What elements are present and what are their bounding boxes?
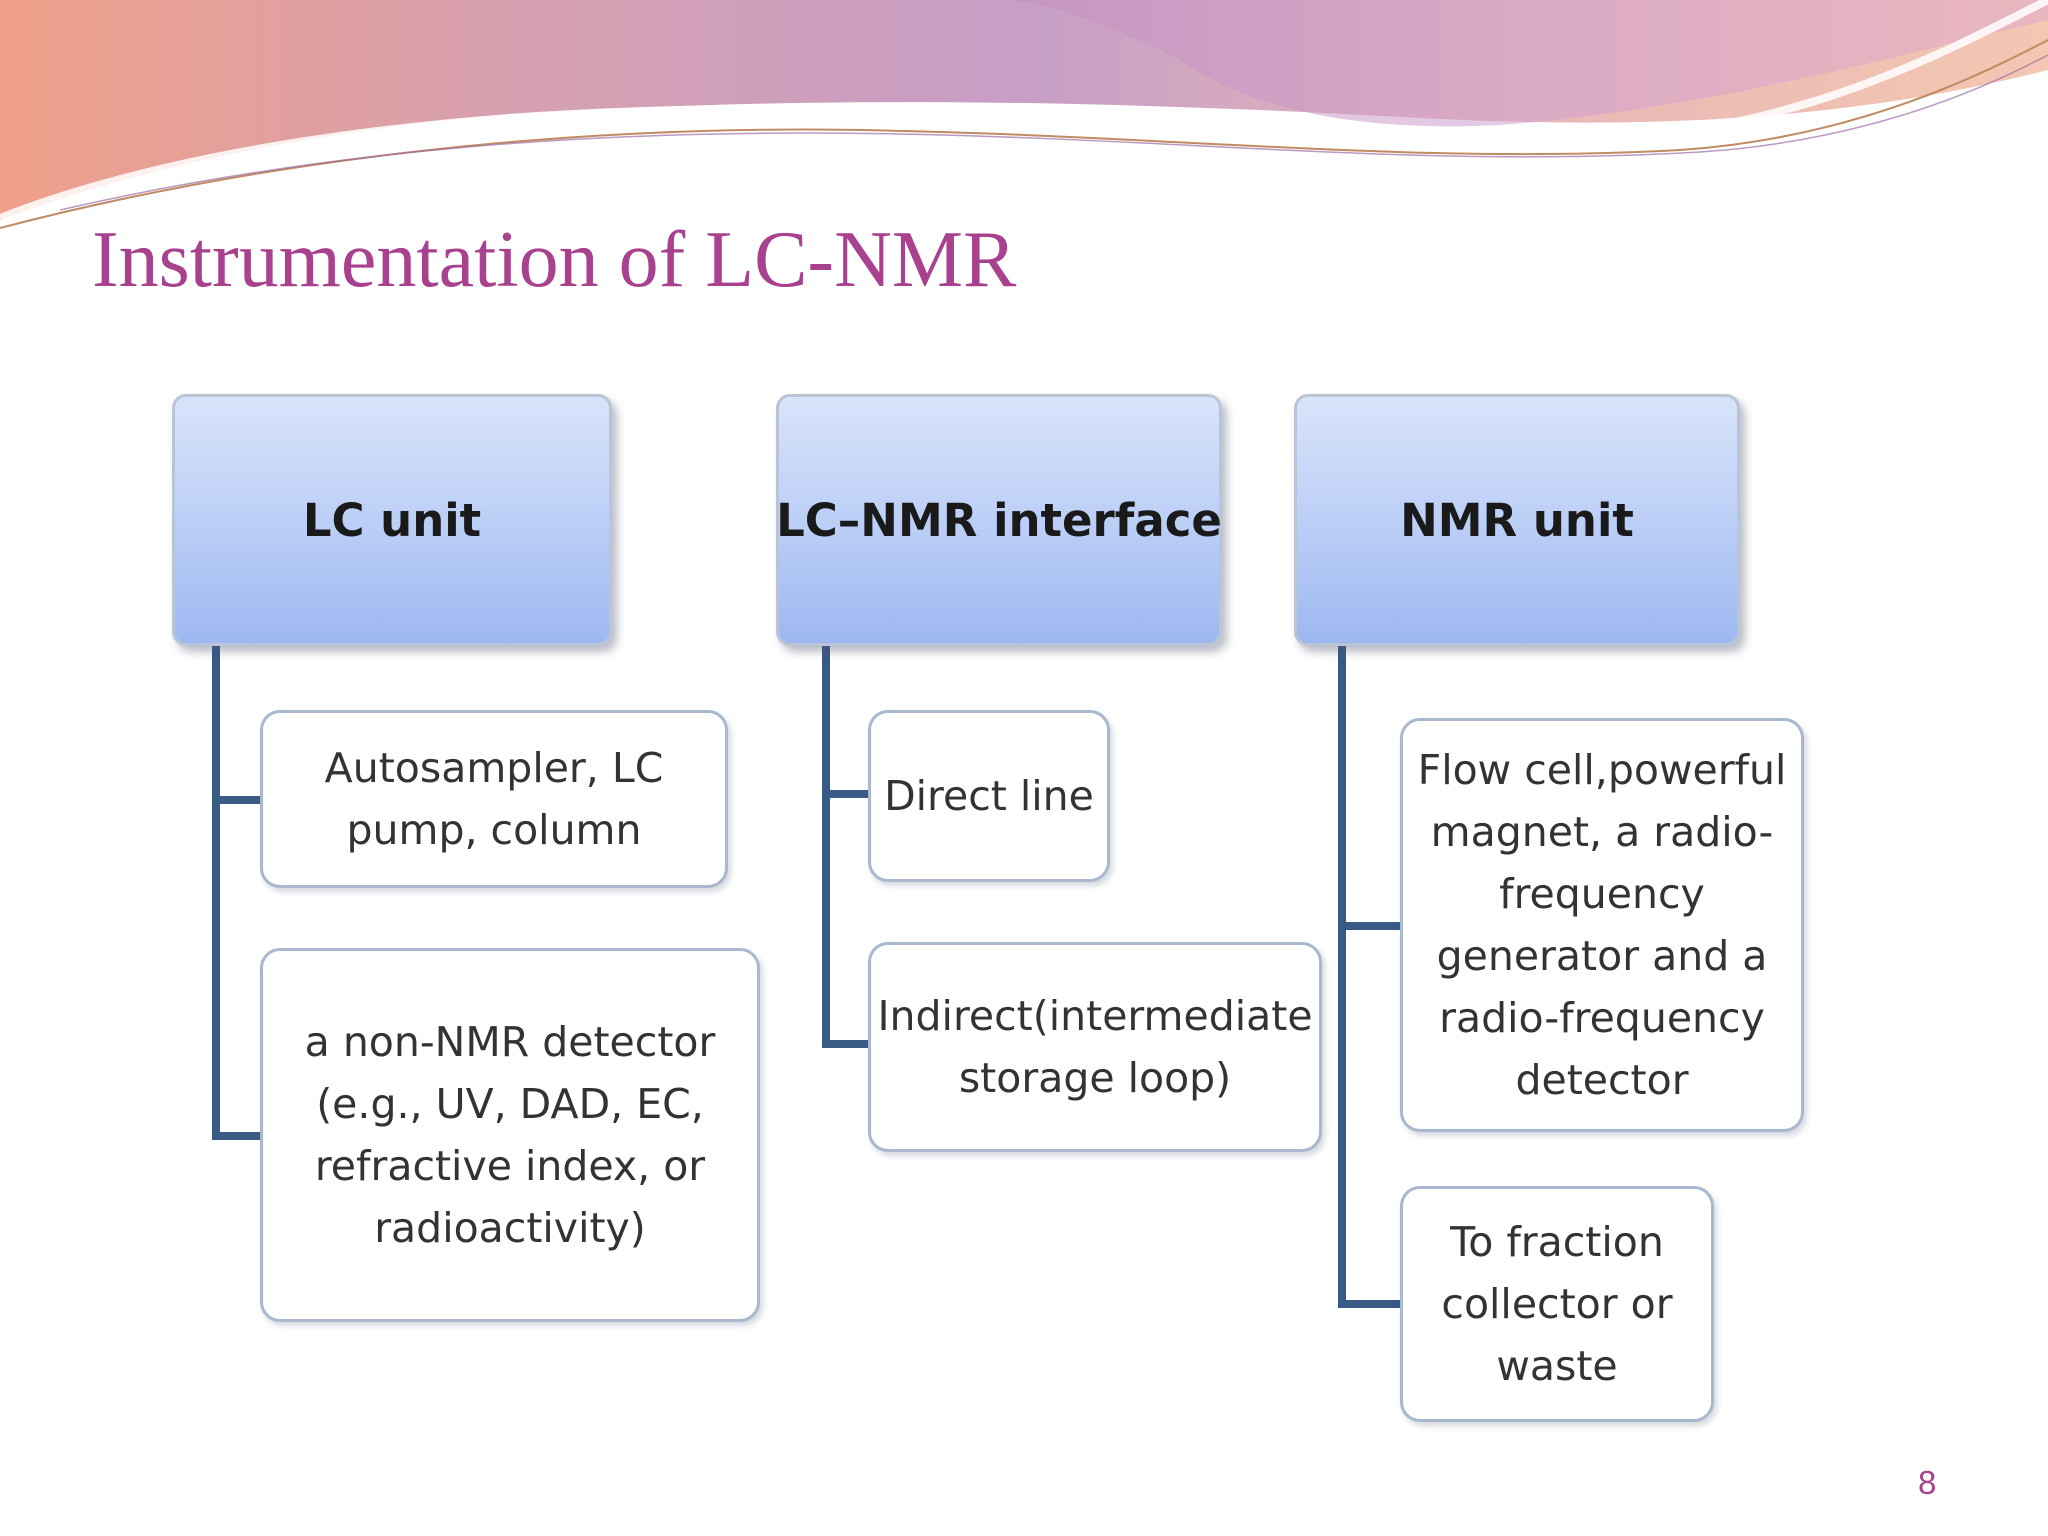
decorative-banner (0, 0, 2048, 229)
lc-unit-item-2: a non-NMR detector (e.g., UV, DAD, EC, r… (304, 1018, 716, 1252)
lc-unit-item-1-box: Autosampler, LC pump, column (260, 710, 728, 888)
nmr-unit-branch-1 (1338, 922, 1404, 930)
lc-unit-branch-1 (212, 796, 262, 804)
lc-unit-heading-box: LC unit (172, 394, 612, 646)
nmr-unit-item-1: Flow cell,powerful magnet, a radio- freq… (1417, 746, 1787, 1104)
interface-trunk (822, 644, 830, 1048)
lc-unit-trunk (212, 644, 220, 1140)
interface-heading: LC–NMR interface (776, 493, 1222, 547)
nmr-unit-heading: NMR unit (1400, 493, 1634, 547)
nmr-unit-heading-box: NMR unit (1294, 394, 1740, 646)
lc-unit-item-1: Autosampler, LC pump, column (324, 744, 664, 854)
interface-item-1-box: Direct line (868, 710, 1110, 882)
interface-item-2: Indirect(intermediate storage loop) (877, 992, 1313, 1102)
interface-item-2-box: Indirect(intermediate storage loop) (868, 942, 1322, 1152)
nmr-unit-trunk (1338, 644, 1346, 1308)
lc-unit-heading: LC unit (302, 493, 482, 547)
interface-branch-2 (822, 1040, 870, 1048)
slide-title: Instrumentation of LC-NMR (92, 216, 1017, 304)
nmr-unit-item-2: To fraction collector or waste (1441, 1218, 1673, 1390)
lc-unit-branch-2 (212, 1132, 262, 1140)
nmr-unit-item-2-box: To fraction collector or waste (1400, 1186, 1714, 1422)
nmr-unit-branch-2 (1338, 1300, 1404, 1308)
nmr-unit-item-1-box: Flow cell,powerful magnet, a radio- freq… (1400, 718, 1804, 1132)
interface-heading-box: LC–NMR interface (776, 394, 1222, 646)
interface-branch-1 (822, 790, 870, 798)
interface-item-1: Direct line (884, 772, 1094, 820)
lc-unit-item-2-box: a non-NMR detector (e.g., UV, DAD, EC, r… (260, 948, 760, 1322)
page-number: 8 (1918, 1464, 1937, 1501)
